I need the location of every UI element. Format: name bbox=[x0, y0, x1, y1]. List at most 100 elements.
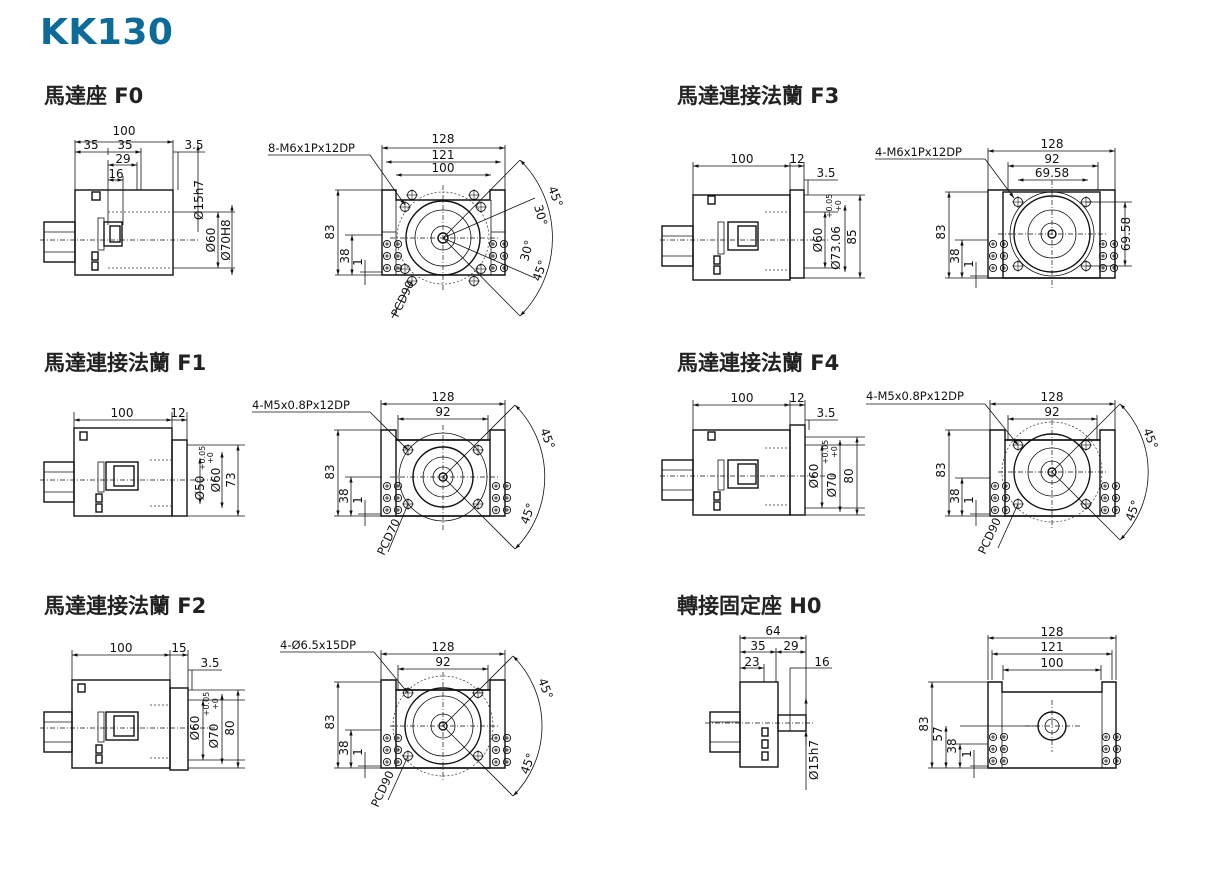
f1-tol-lower: +0 bbox=[206, 452, 215, 464]
h0-side-view: 64 35 29 23 16 Ø15h7 bbox=[705, 624, 832, 790]
f1-h-83: 83 bbox=[323, 464, 337, 479]
h0-dim-23: 23 bbox=[744, 655, 759, 669]
f1-pcd: PCD70 bbox=[374, 517, 403, 558]
f0-front-128: 128 bbox=[432, 132, 455, 146]
f2-side-view: 100 15 3.5 Ø60 Ø70 +0.05 +0 80 bbox=[40, 641, 245, 771]
f2-angle-45b: 45° bbox=[518, 751, 538, 776]
f3-dim-3-5: 3.5 bbox=[816, 166, 835, 180]
f0-pcd: PCD90 bbox=[388, 279, 417, 320]
f4-front-128: 128 bbox=[1041, 390, 1064, 404]
f0-front-100: 100 bbox=[432, 161, 455, 175]
f4-angle-45a: 45° bbox=[1140, 426, 1160, 451]
section-title-f2: 馬達連接法蘭 F2 bbox=[44, 594, 207, 618]
f4-h-1: 1 bbox=[962, 496, 976, 504]
f1-angle-45b: 45° bbox=[518, 501, 538, 526]
f4-dim-80: 80 bbox=[842, 468, 856, 483]
f1-dim-12: 12 bbox=[170, 406, 185, 420]
f4-dim-70: Ø70 bbox=[825, 473, 839, 498]
f3-h-1: 1 bbox=[962, 260, 976, 268]
f3-dim-73-06: Ø73.06 bbox=[829, 226, 843, 270]
f3-front-69-58: 69.58 bbox=[1035, 166, 1069, 180]
f2-front-view: 128 92 4-Ø6.5x15DP 45° 45° PCD90 83 38 bbox=[280, 638, 556, 809]
f3-dim-85: 85 bbox=[845, 229, 859, 244]
f2-tol-upper: +0.05 bbox=[202, 692, 211, 717]
h0-front-100: 100 bbox=[1041, 656, 1064, 670]
f0-angle-30a: 30° bbox=[531, 203, 550, 227]
f2-dim-15: 15 bbox=[171, 641, 186, 655]
f0-dim-16: 16 bbox=[108, 167, 123, 181]
f4-dim-3-5: 3.5 bbox=[816, 406, 835, 420]
f0-h-83: 83 bbox=[323, 224, 337, 239]
f4-dim-60: Ø60 bbox=[807, 464, 821, 489]
section-title-h0: 轉接固定座 H0 bbox=[677, 594, 822, 618]
f0-dim-29: 29 bbox=[115, 152, 130, 166]
f2-dim-80: 80 bbox=[223, 720, 237, 735]
h0-h-1: 1 bbox=[960, 750, 974, 758]
f1-dim-73: 73 bbox=[224, 472, 238, 487]
f0-dim-15h7: Ø15h7 bbox=[192, 180, 206, 220]
f4-front-92: 92 bbox=[1044, 405, 1059, 419]
f4-pcd: PCD90 bbox=[975, 516, 1004, 557]
f1-front-92: 92 bbox=[435, 405, 450, 419]
f1-h-38: 38 bbox=[337, 488, 351, 503]
f0-holes-label: 8-M6x1Px12DP bbox=[268, 141, 355, 155]
f2-front-128: 128 bbox=[432, 640, 455, 654]
f3-tol-upper: +0.05 bbox=[825, 194, 834, 219]
f0-dim-100: 100 bbox=[113, 124, 136, 138]
f2-front-92: 92 bbox=[435, 655, 450, 669]
f2-holes-label: 4-Ø6.5x15DP bbox=[280, 638, 356, 652]
f3-dim-100: 100 bbox=[731, 152, 754, 166]
f4-angle-45b: 45° bbox=[1123, 498, 1143, 523]
section-title-f1: 馬達連接法蘭 F1 bbox=[44, 351, 207, 375]
f0-dim-70h8: Ø70H8 bbox=[219, 219, 233, 260]
f2-h-1: 1 bbox=[351, 748, 365, 756]
f2-tol-lower: +0 bbox=[211, 698, 220, 710]
f0-dim-35a: 35 bbox=[83, 138, 98, 152]
f4-front-view: 128 92 4-M5x0.8Px12DP 45° 45° PCD90 83 3… bbox=[866, 389, 1161, 556]
f0-h-38: 38 bbox=[338, 248, 352, 263]
f1-dim-100: 100 bbox=[111, 406, 134, 420]
f4-side-view: 100 12 3.5 Ø60 Ø70 +0.05 +0 80 bbox=[660, 391, 865, 516]
f1-dim-50: Ø50 bbox=[193, 476, 207, 501]
section-title-f3: 馬達連接法蘭 F3 bbox=[677, 84, 840, 108]
f0-side-view: 100 35 35 29 16 3.5 Ø15h7 Ø60 Ø70H8 bbox=[40, 124, 235, 276]
f4-h-38: 38 bbox=[948, 488, 962, 503]
f3-h-83: 83 bbox=[934, 224, 948, 239]
f0-dim-35b: 35 bbox=[117, 138, 132, 152]
f1-tol-upper: +0.05 bbox=[198, 446, 207, 471]
f1-angle-45a: 45° bbox=[537, 426, 557, 451]
f0-angle-45a: 45° bbox=[545, 184, 565, 209]
f0-h-1: 1 bbox=[351, 258, 365, 266]
f2-dim-60: Ø60 bbox=[188, 716, 202, 741]
f1-dim-60: Ø60 bbox=[209, 468, 223, 493]
f3-side-view: 100 12 3.5 Ø60 Ø73.06 +0.05 +0 85 bbox=[660, 152, 865, 281]
h0-h-38: 38 bbox=[945, 738, 959, 753]
h0-front-view: 128 121 100 83 57 38 1 bbox=[917, 625, 1121, 778]
h0-front-128: 128 bbox=[1041, 625, 1064, 639]
f2-dim-70: Ø70 bbox=[207, 724, 221, 749]
f4-tol-lower: +0 bbox=[830, 446, 839, 458]
f1-h-1: 1 bbox=[351, 496, 365, 504]
f2-dim-3-5: 3.5 bbox=[200, 656, 219, 670]
h0-dim-35: 35 bbox=[750, 639, 765, 653]
h0-h-57: 57 bbox=[931, 726, 945, 741]
f3-holes-label: 4-M6x1Px12DP bbox=[875, 145, 962, 159]
h0-dim-15h7: Ø15h7 bbox=[807, 740, 821, 780]
f2-h-83: 83 bbox=[323, 714, 337, 729]
f0-front-121: 121 bbox=[432, 148, 455, 162]
f3-front-92: 92 bbox=[1044, 152, 1059, 166]
h0-front-121: 121 bbox=[1041, 640, 1064, 654]
f4-tol-upper: +0.05 bbox=[821, 440, 830, 465]
f4-dim-100: 100 bbox=[731, 391, 754, 405]
h0-dim-64: 64 bbox=[765, 624, 780, 638]
f3-h-38: 38 bbox=[948, 248, 962, 263]
f3-dim-12: 12 bbox=[789, 152, 804, 166]
h0-dim-29: 29 bbox=[783, 639, 798, 653]
f4-dim-12: 12 bbox=[789, 391, 804, 405]
f3-front-view: 128 92 69.58 4-M6x1Px12DP 69.58 83 38 1 bbox=[875, 137, 1133, 290]
f3-right-69-58: 69.58 bbox=[1119, 217, 1133, 251]
f3-tol-lower: +0 bbox=[834, 200, 843, 212]
h0-dim-16: 16 bbox=[814, 655, 829, 669]
f0-dim-60: Ø60 bbox=[204, 228, 218, 253]
f0-angle-30b: 30° bbox=[517, 239, 536, 263]
